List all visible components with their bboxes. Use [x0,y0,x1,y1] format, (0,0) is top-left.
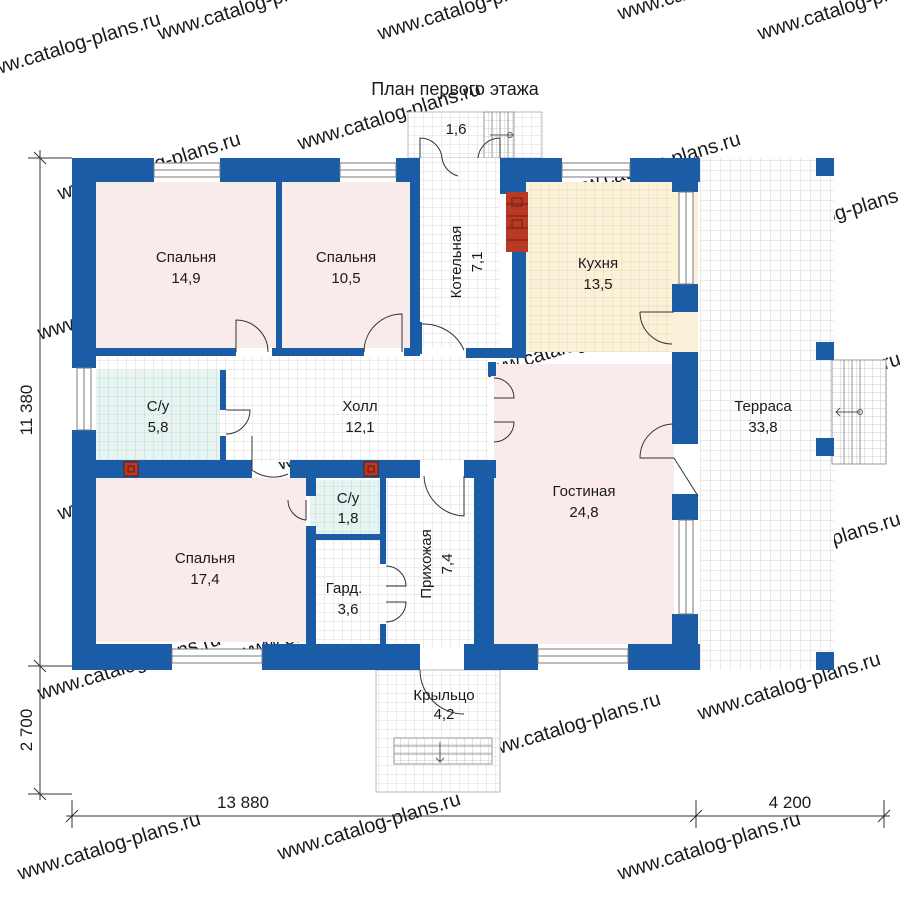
room-area-back-porch: 1,6 [446,121,467,138]
watermark-text: www.catalog-plans.ru [614,808,803,885]
terrace-floor [700,158,834,670]
wardrobe-floor [316,540,386,642]
room-labels: Спальня 14,9 Спальня 10,5 Котельная 7,1 … [147,121,793,723]
porch-floor [375,669,501,793]
watermark-text: www.catalog-plans.ru [0,8,163,85]
kitchen-floor [526,182,672,352]
room-area-terrace: 33,8 [748,419,777,436]
doors [225,137,699,715]
watermark-text: www.catalog-plans.ru [274,788,463,865]
room-name-entry: Прихожая [418,529,435,599]
room-area-living: 24,8 [569,504,598,521]
room-area-bedroom-1: 14,9 [171,270,200,287]
windows [76,162,694,664]
room-area-wardrobe: 3,6 [338,601,359,618]
watermark-text: www.catalog-plans.ru [474,688,663,765]
room-name-bedroom-1: Спальня [156,249,216,266]
room-area-bedroom-3: 17,4 [190,571,219,588]
chimney-small-1 [123,461,139,477]
living-floor [494,364,674,644]
room-name-bathroom-1: С/у [147,398,170,415]
chimney-boiler [506,192,528,252]
room-name-boiler: Котельная [448,226,465,299]
entry-floor [386,480,474,648]
room-name-bathroom-2: С/у [337,490,360,507]
bathroom-2-floor [310,480,382,536]
room-name-porch: Крыльцо [413,687,474,704]
room-area-bedroom-2: 10,5 [331,270,360,287]
room-area-kitchen: 13,5 [583,276,612,293]
room-name-bedroom-3: Спальня [175,550,235,567]
room-area-hall: 12,1 [345,419,374,436]
room-area-boiler: 7,1 [469,252,486,273]
watermark-text: www.catalog-plans.ru [374,0,563,45]
room-area-bathroom-2: 1,8 [338,510,359,527]
plan-title: План первого этажа [371,79,540,99]
room-name-wardrobe: Гард. [326,580,363,597]
watermark-text: www.catalog-plans.ru [754,0,900,45]
dim-house-depth: 11 380 [17,385,36,436]
watermark-text: www.catalog-plans.ru [154,0,343,45]
chimney-small-2 [363,461,379,477]
room-name-living: Гостиная [553,483,616,500]
room-name-terrace: Терраса [734,398,792,415]
dim-terrace-width: 4 200 [769,793,812,812]
porch-stairs [393,737,493,765]
bedroom-1-floor [96,182,276,348]
room-name-kitchen: Кухня [578,255,618,272]
boiler-floor [420,158,500,348]
room-area-porch: 4,2 [434,706,455,723]
walls [72,158,834,670]
dim-house-width: 13 880 [217,793,269,812]
back-porch-floor [407,111,543,159]
bedroom-2-floor [282,182,410,348]
dimension-lines [28,150,891,828]
watermark-text: www.catalog-plans.ru [14,808,203,885]
room-area-bathroom-1: 5,8 [148,419,169,436]
room-name-bedroom-2: Спальня [316,249,376,266]
room-name-hall: Холл [342,398,377,415]
dim-porch-depth: 2 700 [17,709,36,752]
room-area-entry: 7,4 [439,554,456,575]
bathroom-1-floor [96,370,220,460]
bedroom-3-floor [96,478,306,642]
